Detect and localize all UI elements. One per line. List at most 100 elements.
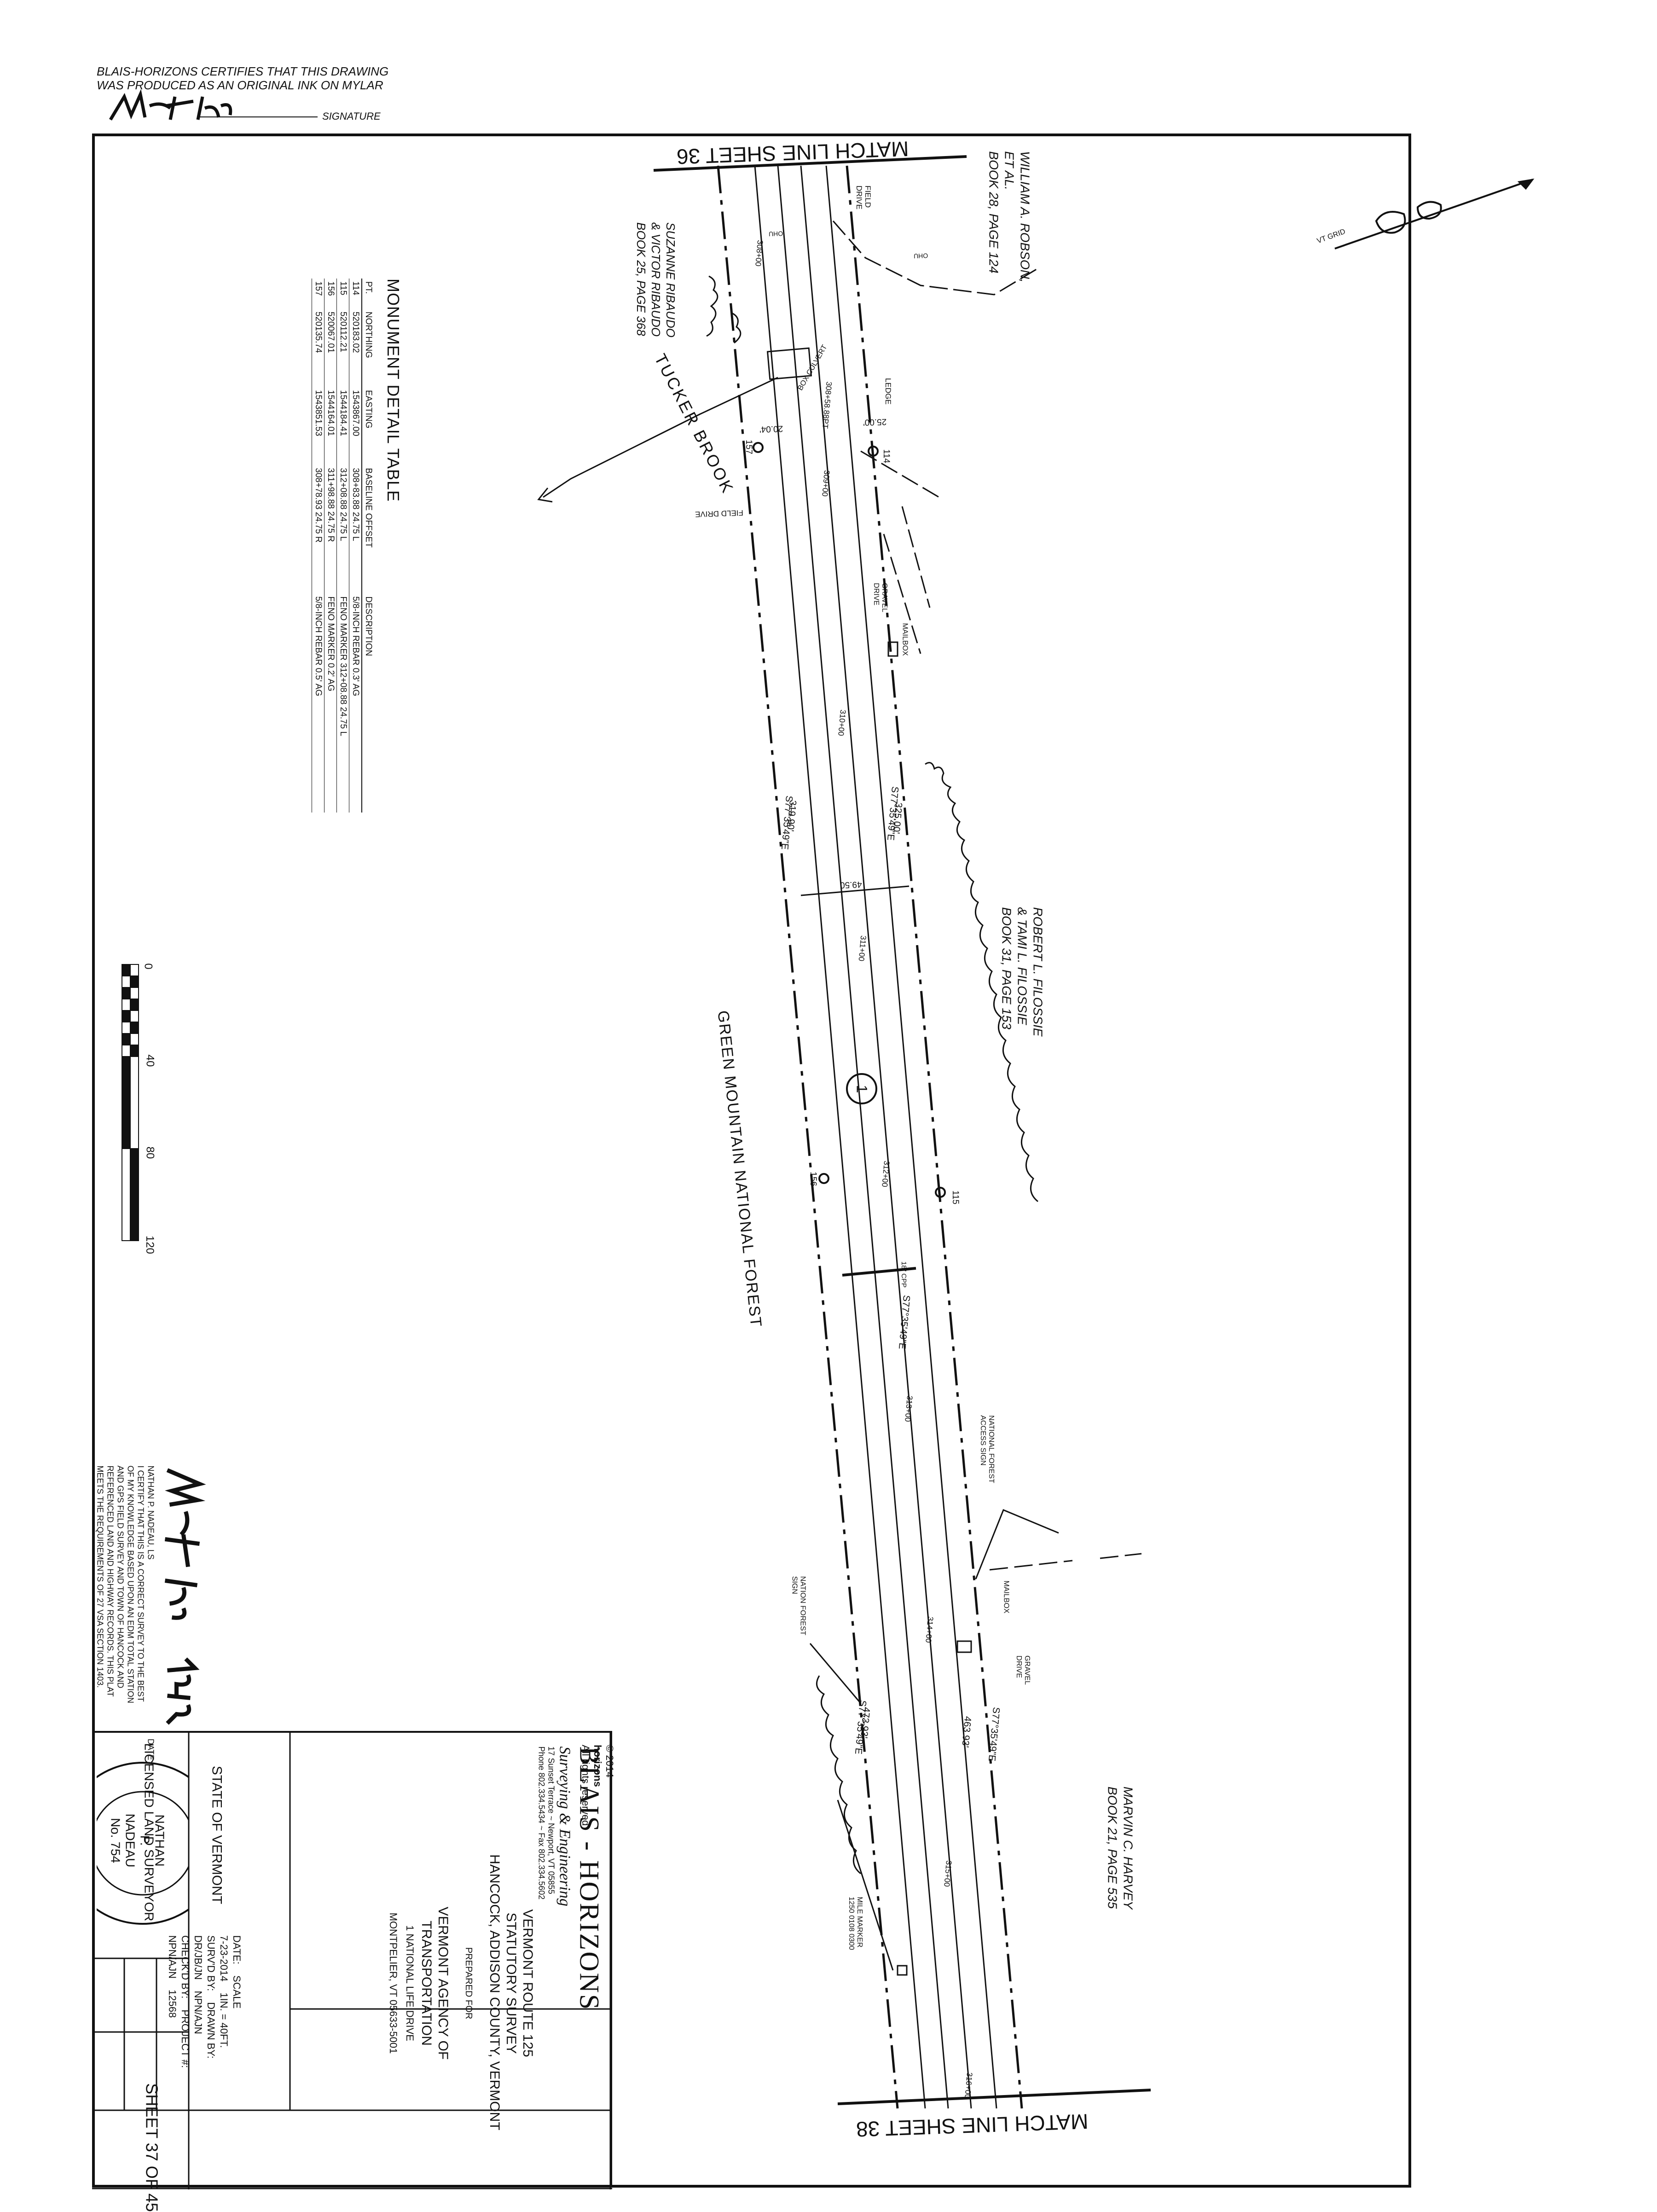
table-cell: 520135.74	[312, 308, 324, 388]
mailbox-2-label: MAILBOX	[1002, 1580, 1010, 1614]
copyright-firm: horizons	[592, 1744, 604, 1787]
table-header: BASELINE OFFSET	[362, 465, 374, 594]
certification-line-1: BLAIS-HORIZONS CERTIFIES THAT THIS DRAWI…	[97, 64, 389, 78]
mailbox-1-symbol	[887, 641, 898, 657]
table-cell: 5/8-INCH REBAR 0.5' AG	[312, 593, 324, 813]
tree-line-south-1	[816, 1675, 861, 1875]
monument-115-label: 115	[950, 1190, 961, 1205]
road-centerline	[777, 165, 949, 2109]
prepared-for: PREPARED FOR	[463, 1947, 474, 2020]
road-edge-right	[800, 165, 972, 2109]
mile-marker-leader	[837, 1800, 894, 1971]
client-2: TRANSPORTATION	[419, 1921, 434, 2046]
table-cell: FENO MARKER 312+08.88 24.75 L	[336, 593, 349, 813]
culvert-size-label: 18" CPP	[900, 1261, 908, 1288]
copyright-block: © 2014 horizons All rights reserved	[579, 1745, 615, 1826]
table-cell: 1544184.41	[336, 387, 349, 465]
forest-sign-leader	[809, 1643, 862, 1704]
rights: All rights reserved	[580, 1744, 592, 1826]
surveyor-signature	[164, 1468, 206, 1725]
width-dimension-line	[800, 885, 910, 896]
baseline-circle	[846, 1073, 877, 1104]
mile-marker-symbol	[897, 1965, 908, 1976]
checked-label: CHECK'D BY:	[180, 1935, 191, 1999]
monument-114-label: 114	[881, 449, 892, 464]
table-row: 156 520067.01 1544164.01 311+98.88 24.75…	[324, 279, 337, 813]
survd-value: DR/JB/JN	[192, 1935, 204, 1980]
table-header: PT.	[362, 279, 374, 309]
scale-tick-40: 40	[144, 1054, 156, 1067]
table-cell: 1544164.01	[324, 387, 337, 465]
mailbox-2-symbol	[956, 1640, 972, 1653]
scale-bar	[122, 964, 139, 1241]
scale-value: 1IN. = 40FT.	[218, 1992, 230, 2048]
project-title-1: VERMONT ROUTE 125	[520, 1909, 535, 2057]
ledge-label: LEDGE	[883, 378, 892, 405]
drawn-value: NPN/AJN	[192, 1991, 204, 2034]
scale-tick-0: 0	[142, 963, 155, 970]
tree-line-north	[925, 762, 1038, 1202]
row-line-south	[717, 165, 899, 2109]
mailbox-leader	[975, 1509, 1059, 1579]
monument-table-title: MONUMENT DETAIL TABLE	[384, 279, 403, 502]
match-line-bottom	[837, 2089, 1151, 2105]
table-cell: 520067.01	[324, 308, 337, 388]
certification-signature	[109, 89, 232, 121]
project-label: PROJECT #:	[180, 2009, 191, 2068]
road-edge-left	[754, 165, 926, 2109]
project-title-2: STATUTORY SURVEY	[504, 1912, 519, 2054]
date-label: DATE:	[231, 1935, 243, 1965]
client-1: VERMONT AGENCY OF	[435, 1906, 451, 2060]
copyright: © 2014	[604, 1744, 616, 1778]
tree-line-south-3	[731, 312, 742, 344]
title-block: BLAIS - HORIZONS Surveying & Engineering…	[92, 1731, 615, 2212]
seal-top: STATE OF VERMONT	[209, 1765, 225, 1904]
signature-line	[198, 116, 318, 117]
dimension-20: 20.04'	[759, 424, 783, 434]
table-row: 115 520112.21 1544184.41 312+08.88 24.75…	[336, 279, 349, 813]
table-cell: 520183.02	[349, 308, 362, 388]
client-3: 1 NATIONAL LIFE DRIVE	[404, 1925, 416, 2041]
firm-address: 17 Sunset Terrace ~ Newport, VT 05855	[546, 1746, 556, 1894]
monument-115	[935, 1187, 946, 1198]
field-drive-left-label: FIELD DRIVE	[695, 508, 744, 519]
ledge-lines	[860, 450, 939, 654]
scale-tick-80: 80	[144, 1146, 156, 1159]
table-cell: 156	[324, 279, 337, 309]
row-line-north	[846, 165, 1023, 2109]
baseline-number: 1	[853, 1085, 870, 1093]
table-cell: FENO MARKER 0.2' AG	[324, 593, 337, 813]
table-row: 157 520135.74 1543851.53 308+78.93 24.75…	[312, 279, 324, 813]
table-cell: 114	[349, 279, 362, 309]
table-row: 114 520183.02 1543867.00 308+83.88 24.75…	[349, 279, 362, 813]
scale-label: SCALE	[231, 1975, 243, 2009]
monument-table-grid: PT. NORTHING EASTING BASELINE OFFSET DES…	[312, 279, 374, 813]
mailbox-1-label: MAILBOX	[901, 623, 909, 656]
monument-157-label: 157	[743, 440, 753, 454]
surveyor-seal	[97, 1762, 189, 1925]
certification-line-2: WAS PRODUCED AS AN ORIGINAL INK ON MYLAR	[97, 78, 383, 92]
table-cell: 308+78.93 24.75 R	[312, 465, 324, 594]
access-line	[989, 1553, 1142, 1571]
box-culvert-symbol	[766, 347, 812, 380]
monument-detail-table: MONUMENT DETAIL TABLE PT. NORTHING EASTI…	[269, 279, 403, 813]
table-header-row: PT. NORTHING EASTING BASELINE OFFSET DES…	[362, 279, 374, 813]
signature-label: SIGNATURE	[322, 110, 381, 122]
client-4: MONTPELIER, VT 05633-5001	[388, 1912, 399, 2054]
field-drive-edge	[832, 221, 1041, 296]
road-edge-outer	[825, 165, 997, 2109]
surveyor-certification: NATHAN P. NADEAU, LS DATE I CERTIFY THAT…	[95, 1466, 209, 1806]
dimension-25: 25.00'	[863, 417, 887, 427]
project-block: VERMONT ROUTE 125 STATUTORY SURVEY HANCO…	[385, 1854, 536, 2131]
checked-value: NPN/AJN	[167, 1935, 179, 1979]
project-value: 12568	[167, 1990, 179, 2018]
tucker-brook-stream	[543, 377, 778, 498]
